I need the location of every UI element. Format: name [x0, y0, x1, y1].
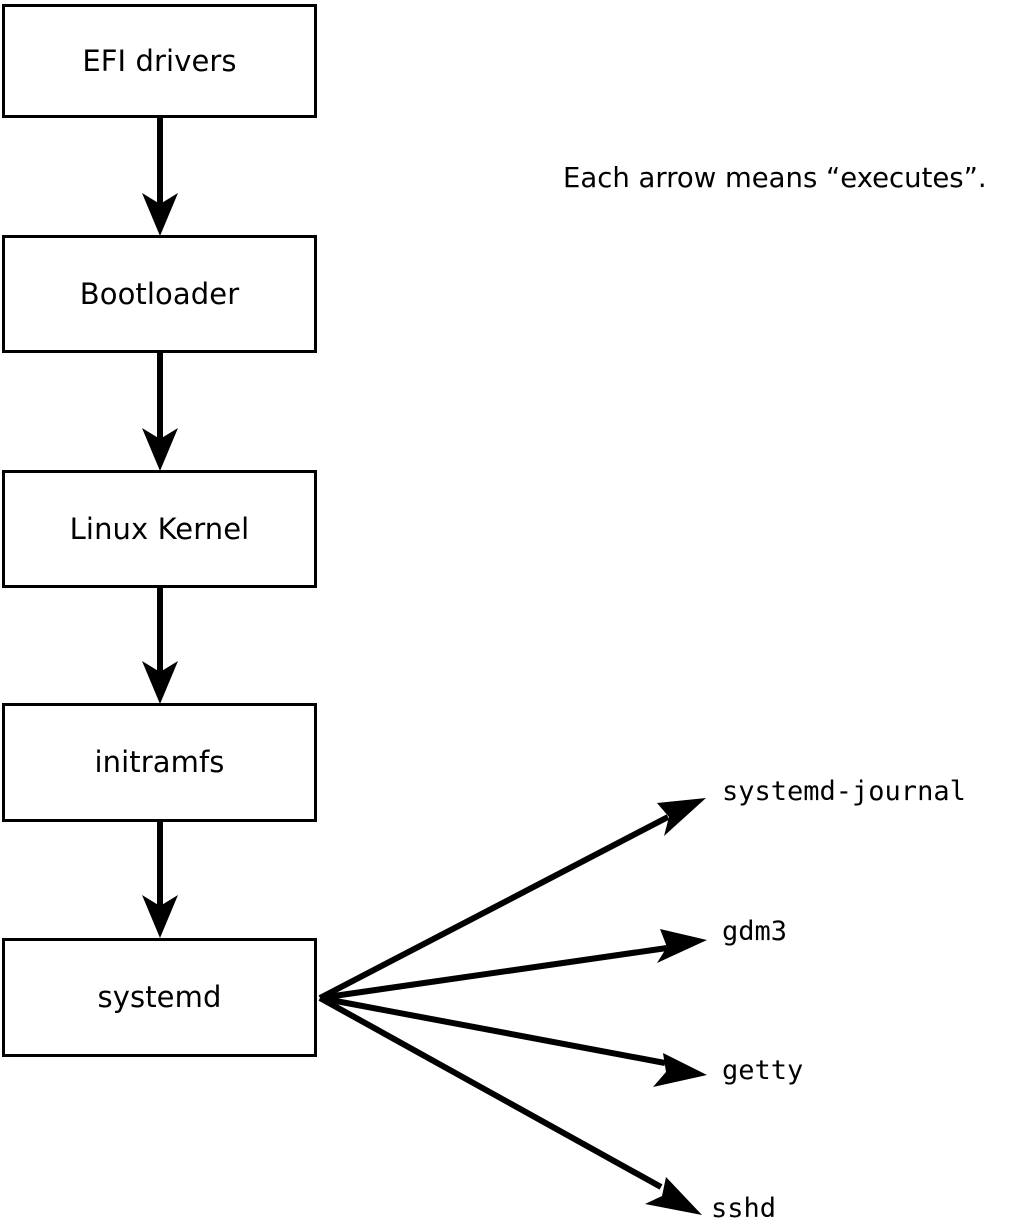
node-box-initramfs[interactable]: initramfs	[2, 703, 317, 822]
edge-linux-kernel-to-initramfs	[142, 588, 178, 704]
node-label-efi-drivers: EFI drivers	[82, 43, 237, 78]
leaf-label-systemd-journal[interactable]: systemd-journal	[722, 776, 966, 807]
node-label-systemd: systemd	[97, 980, 222, 1014]
edge-initramfs-to-systemd	[142, 822, 178, 938]
edge-bootloader-to-linux-kernel	[142, 353, 178, 471]
node-box-systemd[interactable]: systemd	[2, 938, 317, 1057]
edge-efi-drivers-to-bootloader	[142, 118, 178, 236]
node-label-bootloader: Bootloader	[79, 276, 240, 311]
leaf-label-gdm3[interactable]: gdm3	[722, 916, 788, 947]
legend-note: Each arrow means “executes”.	[563, 162, 987, 194]
edge-systemd-to-getty	[319, 995, 707, 1087]
node-label-linux-kernel: Linux Kernel	[69, 511, 250, 546]
node-box-efi-drivers[interactable]: EFI drivers	[2, 4, 317, 118]
edge-systemd-to-gdm3	[319, 929, 707, 1001]
leaf-label-sshd[interactable]: sshd	[711, 1193, 777, 1224]
edge-systemd-to-systemd-journal	[318, 798, 706, 1001]
node-box-linux-kernel[interactable]: Linux Kernel	[2, 470, 317, 588]
edge-systemd-to-sshd	[318, 995, 702, 1215]
node-box-bootloader[interactable]: Bootloader	[2, 235, 317, 353]
node-label-initramfs: initramfs	[94, 745, 225, 779]
leaf-label-getty[interactable]: getty	[722, 1055, 804, 1086]
